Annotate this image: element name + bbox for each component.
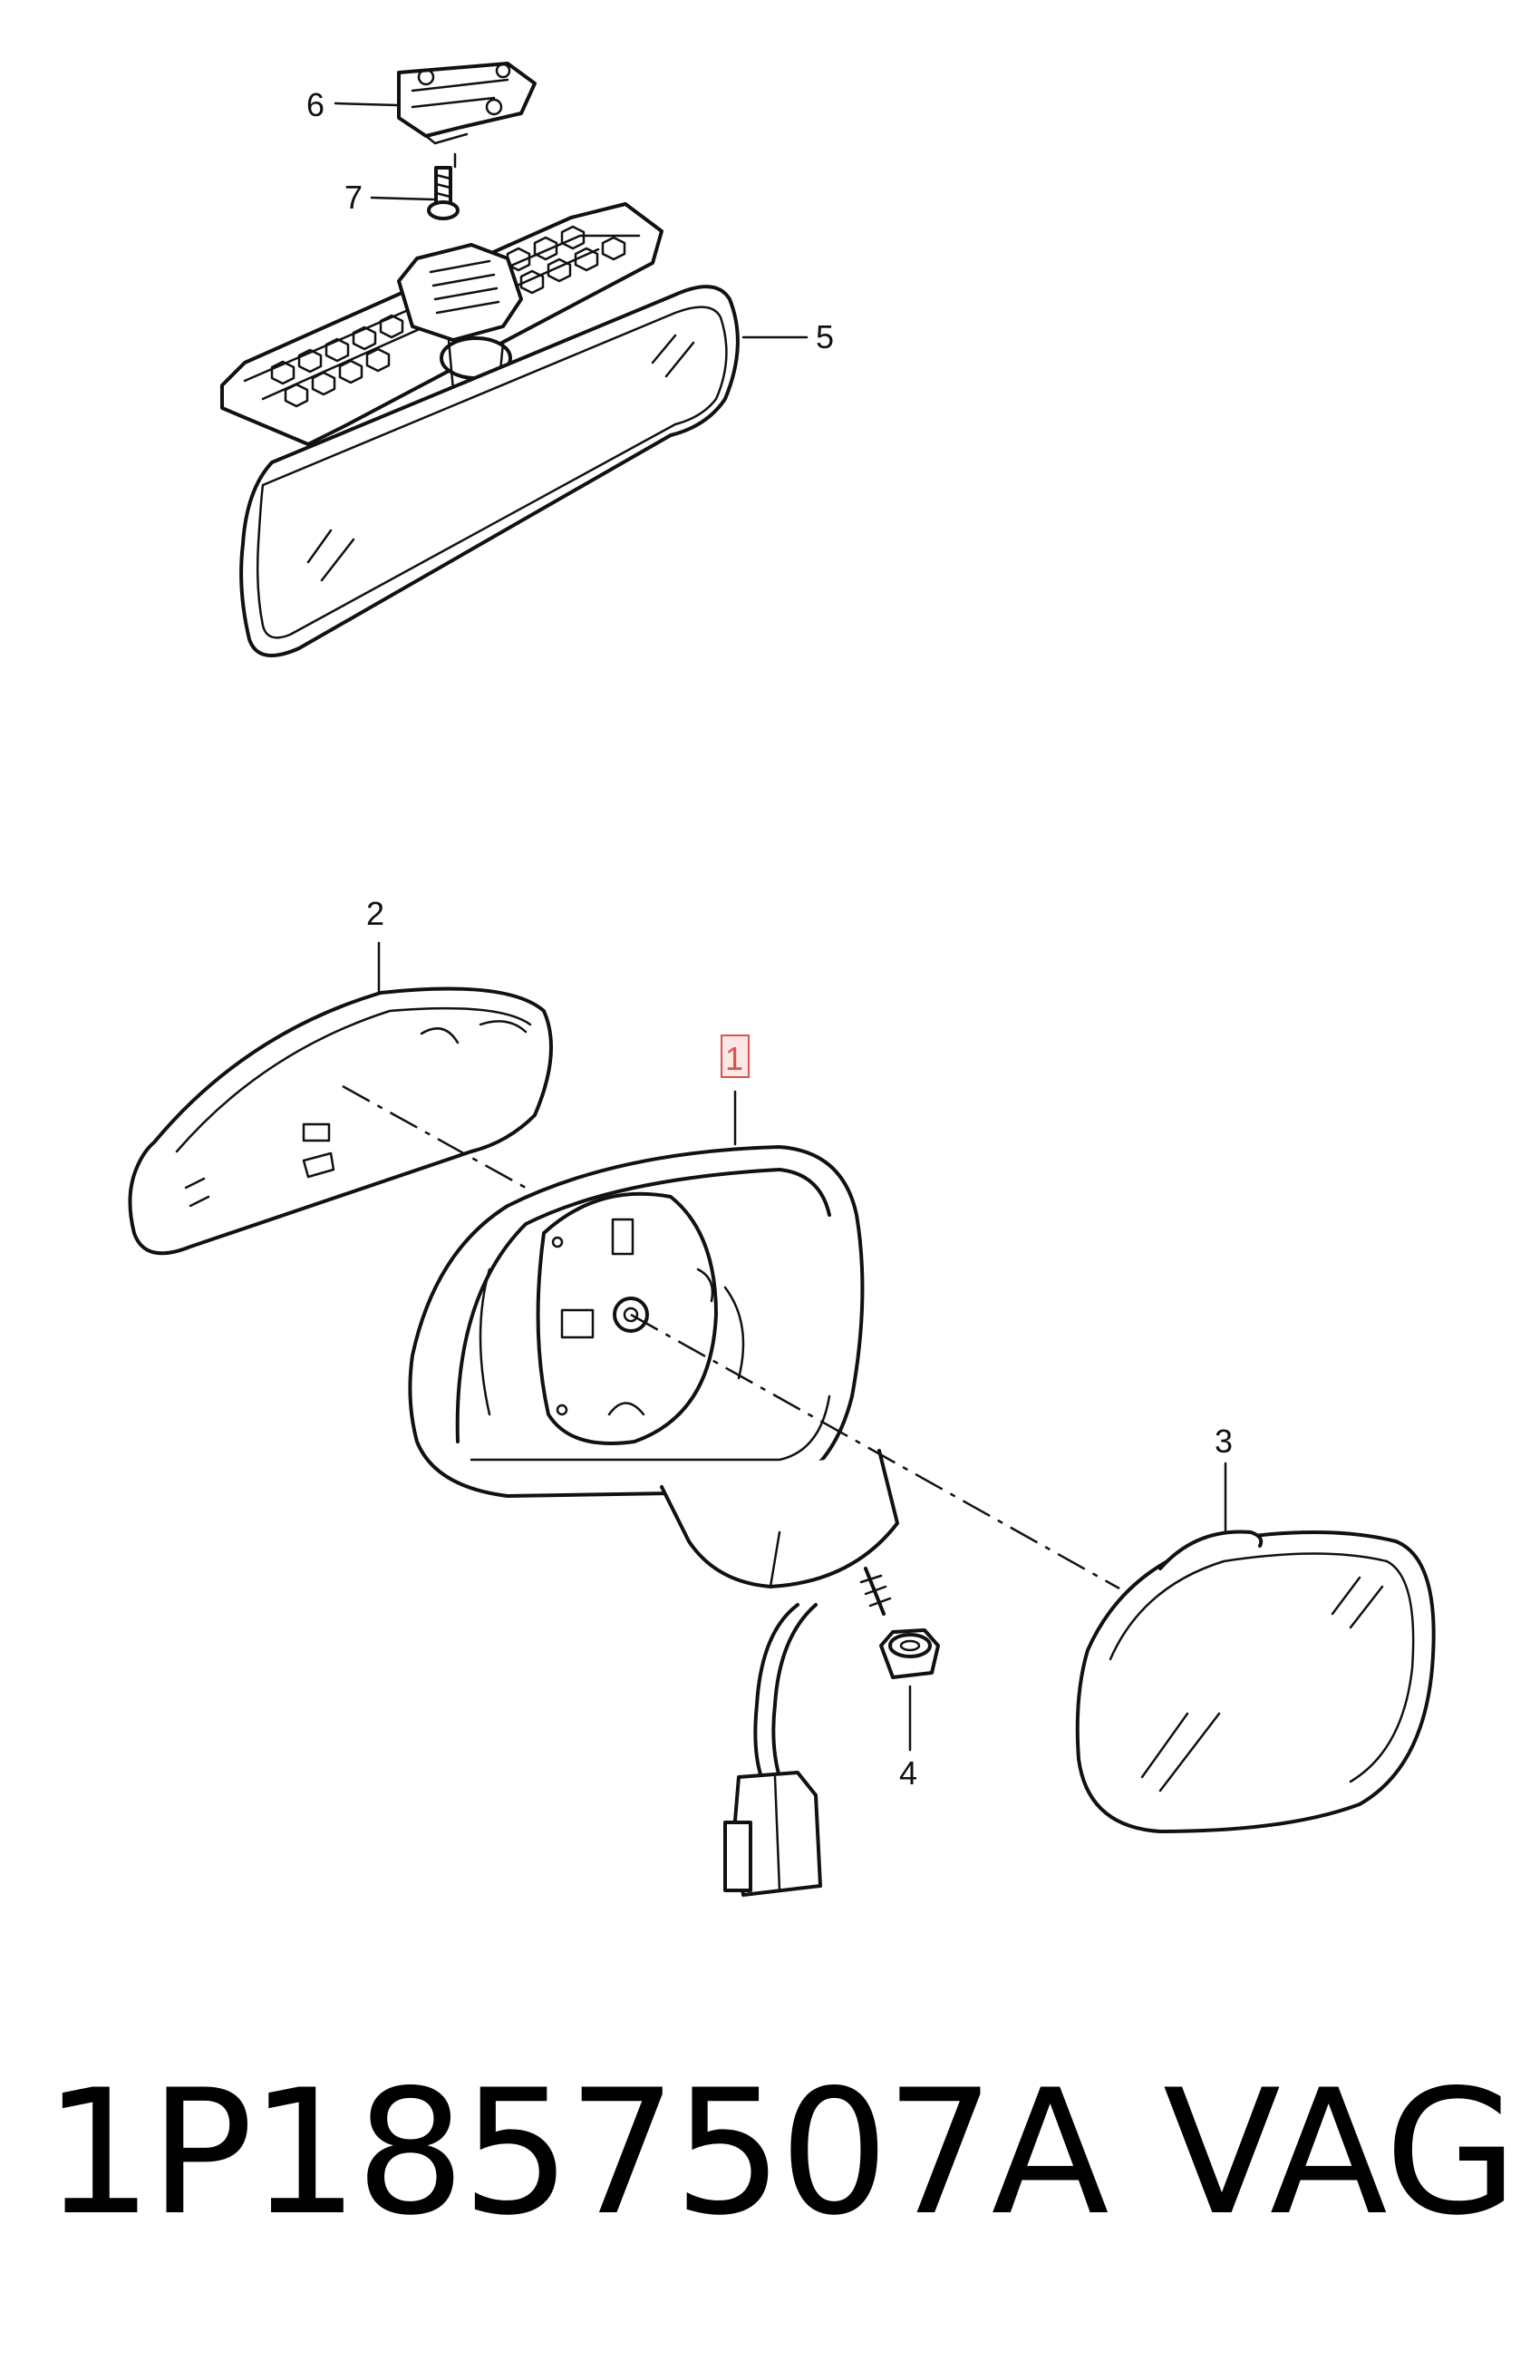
assembly-line-cap [342,1084,527,1190]
callout-label-1[interactable]: 1 [725,1040,743,1077]
assembly-line-glass [630,1313,1120,1590]
mirror-body-part-5 [239,285,740,657]
callout-label-6[interactable]: 6 [306,86,324,123]
footer-caption: 1P1857507A VAG [0,2054,1540,2253]
callout-labels: 6 7 5 2 1 3 4 [306,86,1233,1792]
mirror-glass-part-3 [1075,1530,1436,1833]
callout-label-3[interactable]: 3 [1215,1423,1233,1460]
interior-mirror-group [220,62,740,657]
screw-part-7 [427,166,460,220]
nut-part-4 [879,1628,940,1679]
brand-name: VAG [1163,2053,1518,2253]
mounting-plate-part-6 [397,62,537,145]
part-number: 1P1857507A [44,2053,1109,2253]
mirror-housing-part-1 [408,1145,899,1897]
callout-leaders [334,102,1227,1752]
ball-joint-mechanism [397,243,523,392]
callout-highlight-box-1 [721,1035,750,1078]
callout-label-2[interactable]: 2 [366,895,384,932]
exterior-mirror-group [128,986,1436,1897]
callout-label-7[interactable]: 7 [344,179,363,216]
mirror-cap-part-2 [128,986,553,1256]
callout-label-4[interactable]: 4 [899,1754,917,1792]
callout-label-5[interactable]: 5 [816,318,834,355]
